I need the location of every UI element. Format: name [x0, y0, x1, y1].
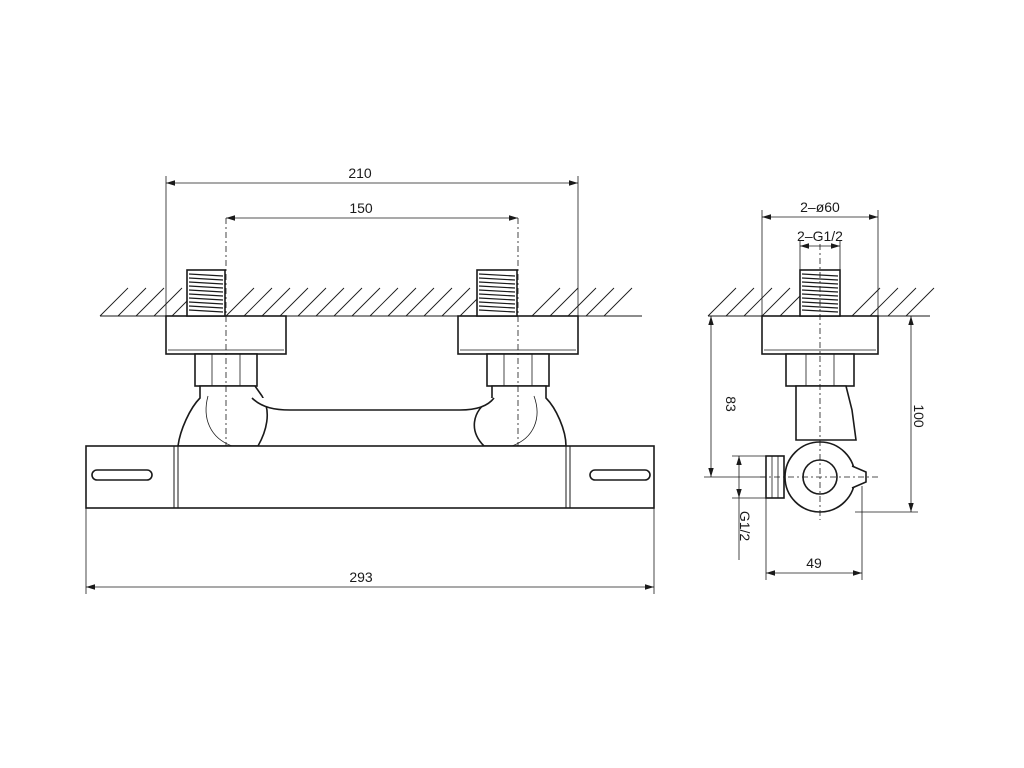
hatch-line	[549, 287, 579, 317]
thread-ridge	[478, 277, 516, 281]
hatch-line	[99, 287, 129, 317]
hatch-line	[369, 287, 399, 317]
thread-ridge	[801, 297, 839, 301]
thread-ridge	[478, 309, 516, 313]
thread-ridge	[478, 293, 516, 297]
thread-ridge	[478, 301, 516, 305]
dimension-83: 83	[704, 316, 766, 478]
thread-ridge	[478, 285, 516, 289]
dimension-210: 210	[165, 165, 579, 316]
thread-ridge	[188, 281, 224, 285]
thread-ridge	[478, 297, 516, 301]
thread-ridge	[478, 273, 516, 277]
hatch-line	[315, 287, 345, 317]
hatch-line	[261, 287, 291, 317]
hatch-line	[743, 287, 773, 317]
dimension-150-label: 150	[349, 200, 373, 216]
hatch-line	[887, 287, 917, 317]
dimension-293: 293	[85, 508, 655, 594]
thread-ridge	[188, 297, 224, 301]
connector-bridge	[251, 397, 495, 411]
mixer-body	[85, 445, 655, 509]
hatch-line	[351, 287, 381, 317]
dimension-100-label: 100	[911, 404, 927, 428]
hatch-line	[567, 287, 597, 317]
dimension-49-label: 49	[806, 555, 822, 571]
dimension-inlet-thread: 2–G1/2	[797, 228, 843, 270]
hatch-line	[851, 287, 881, 317]
thread-ridge	[188, 293, 224, 297]
hatch-line	[297, 287, 327, 317]
hatch-line	[153, 287, 183, 317]
dimension-outlet-thread: G1/2	[732, 455, 766, 560]
side-view: 2–ø60 2–G1/2 83 100 G1/2	[704, 199, 935, 580]
front-wall-hatching	[99, 287, 633, 317]
dimension-outlet-thread-label: G1/2	[737, 511, 753, 542]
hatch-line	[405, 287, 435, 317]
hatch-line	[707, 287, 737, 317]
thread-ridge	[188, 301, 224, 305]
thread-ridge	[478, 289, 516, 293]
thread-ridge	[478, 281, 516, 285]
dimension-inlet-thread-label: 2–G1/2	[797, 228, 843, 244]
thread-ridge	[188, 285, 224, 289]
hatch-line	[603, 287, 633, 317]
hatch-line	[441, 287, 471, 317]
thread-ridge	[801, 305, 839, 309]
dimension-210-label: 210	[348, 165, 372, 181]
front-wall	[99, 287, 642, 317]
thread-ridge	[188, 289, 224, 293]
hatch-line	[531, 287, 561, 317]
right-elbow	[473, 385, 567, 447]
thread-ridge	[188, 309, 224, 313]
hatch-line	[387, 287, 417, 317]
hatch-line	[725, 287, 755, 317]
front-view: 210 150 293	[85, 165, 655, 594]
dimension-150: 150	[226, 200, 518, 221]
thread-ridge	[801, 277, 839, 281]
left-elbow	[177, 385, 269, 447]
side-flange	[761, 315, 879, 355]
left-thread-nipple	[186, 269, 226, 317]
hatch-line	[279, 287, 309, 317]
hatch-line	[333, 287, 363, 317]
side-elbow	[795, 385, 857, 441]
hatch-line	[423, 287, 453, 317]
right-thread-nipple	[476, 269, 518, 317]
hatch-line	[135, 287, 165, 317]
dimension-49: 49	[765, 486, 863, 580]
thread-ridge	[188, 277, 224, 281]
thread-ridge	[478, 305, 516, 309]
hatch-line	[585, 287, 615, 317]
hatch-line	[243, 287, 273, 317]
dimension-100: 100	[855, 316, 927, 513]
hatch-line	[869, 287, 899, 317]
hatch-line	[225, 287, 255, 317]
hatch-line	[761, 287, 791, 317]
side-wall-hatching	[707, 287, 935, 317]
dimension-293-label: 293	[349, 569, 373, 585]
dimension-83-label: 83	[723, 396, 739, 412]
right-handle-slot	[589, 469, 651, 481]
left-handle-slot	[91, 469, 153, 481]
hatch-line	[117, 287, 147, 317]
hatch-line	[905, 287, 935, 317]
dimension-flange-diameter-label: 2–ø60	[800, 199, 840, 215]
dimension-flange-diameter: 2–ø60	[761, 199, 879, 316]
thread-ridge	[188, 273, 224, 277]
thread-ridge	[188, 305, 224, 309]
